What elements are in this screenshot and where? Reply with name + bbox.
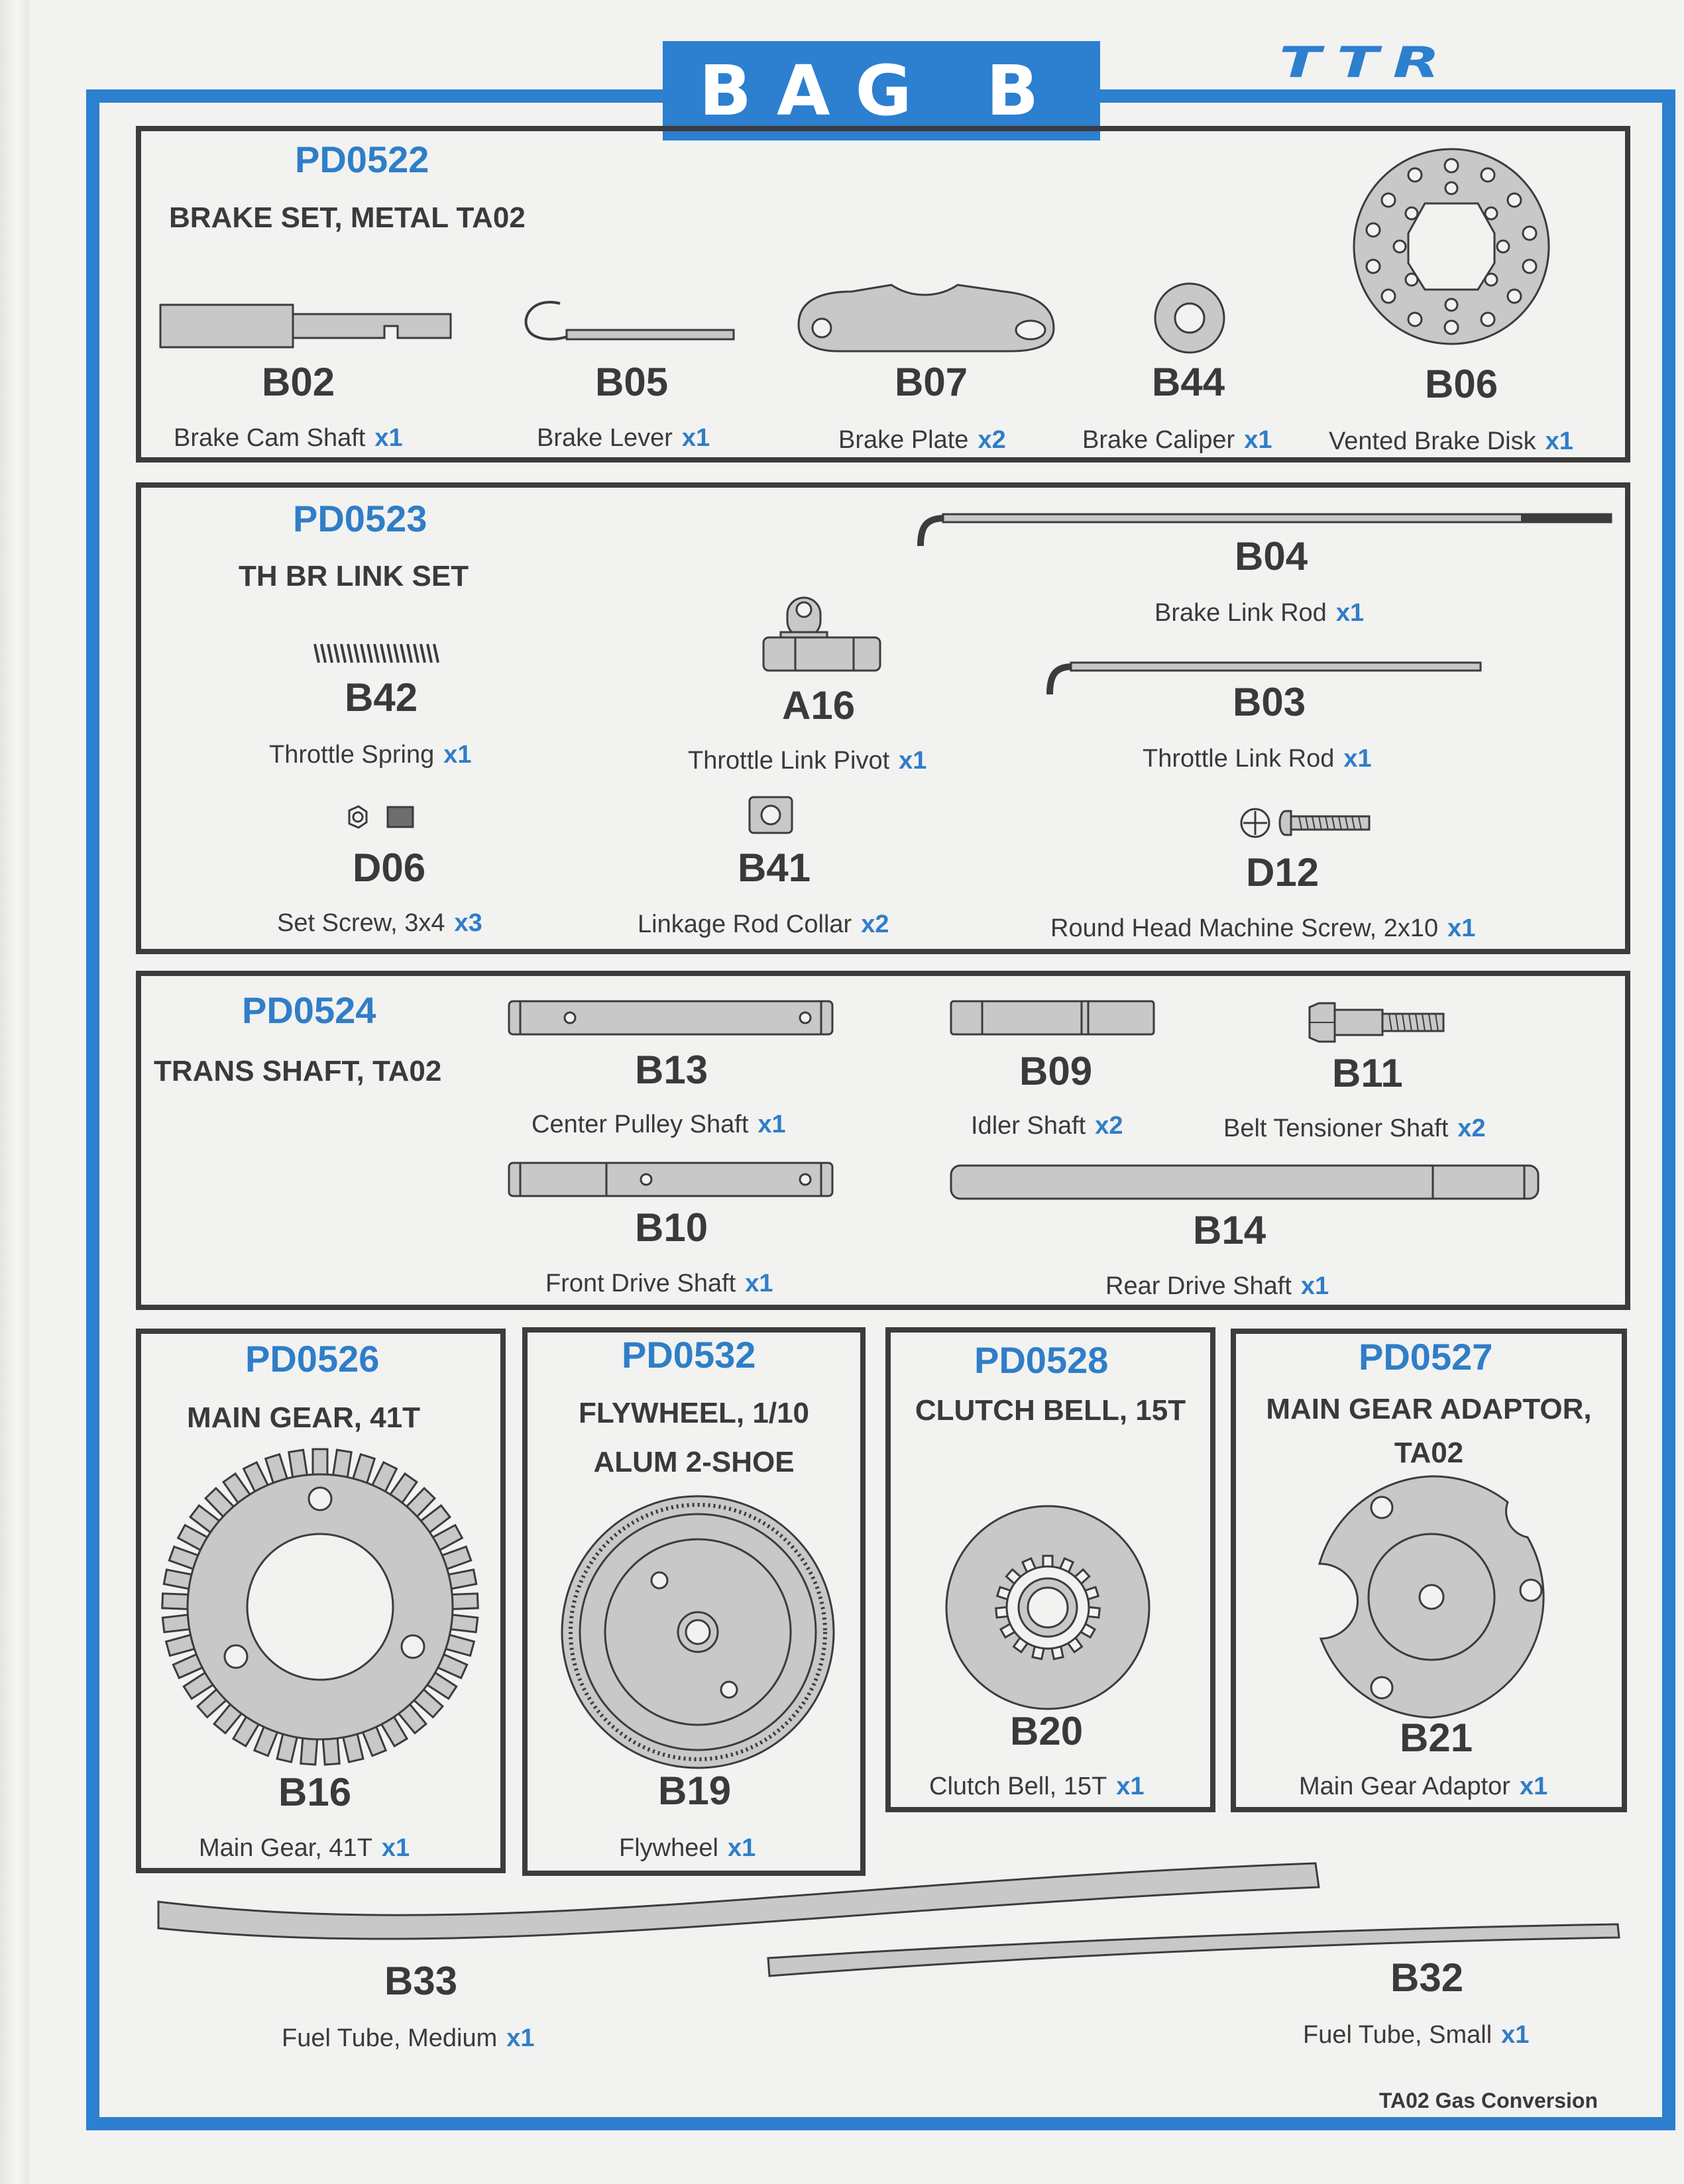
part-code: D06 (353, 846, 426, 890)
brake-disk-icon (1353, 148, 1550, 345)
bag-title: BAG B (663, 41, 1100, 140)
link-rod-icon (917, 513, 1612, 547)
part-code: B32 (1390, 1955, 1464, 2000)
section-pd0526 (136, 1329, 506, 1873)
section-pd0528 (885, 1327, 1215, 1812)
part-number: PD0527 (1359, 1336, 1493, 1378)
part-code: B16 (278, 1770, 352, 1814)
part-code: B03 (1233, 680, 1306, 724)
set-screw-icon (348, 805, 414, 829)
section-title: CLUTCH BELL, 15T (915, 1394, 1186, 1427)
section-pd0527 (1231, 1329, 1627, 1812)
part-code: B42 (345, 675, 418, 720)
part-code: B14 (1193, 1208, 1266, 1252)
section-title: TA02 (1394, 1437, 1464, 1469)
shaft-icon (950, 1000, 1155, 1036)
part-number: PD0526 (245, 1338, 380, 1380)
brake-plate-icon (797, 284, 1055, 353)
part-code: B05 (595, 360, 669, 404)
machine-screw-icon (1240, 808, 1371, 838)
part-number: PD0522 (295, 138, 429, 180)
bolt-icon (1308, 1002, 1445, 1043)
pivot-icon (762, 596, 881, 672)
part-code: B10 (635, 1205, 708, 1250)
part-code: B07 (895, 360, 968, 404)
brand-logo: TTR (1279, 37, 1455, 87)
caliper-washer-icon (1154, 282, 1225, 354)
spring-icon (313, 643, 439, 663)
part-number: PD0528 (974, 1339, 1109, 1381)
section-pd0524 (136, 971, 1630, 1310)
page-edge (0, 0, 29, 2184)
section-title: ALUM 2-SHOE (593, 1446, 795, 1478)
gear-icon (161, 1448, 479, 1766)
part-code: B02 (262, 360, 335, 404)
part-code: B33 (384, 1959, 458, 2003)
part-code: B41 (738, 846, 811, 890)
part-code: B13 (635, 1048, 708, 1092)
part-number: PD0523 (293, 498, 427, 539)
part-code: A16 (782, 683, 856, 728)
section-pd0532 (522, 1327, 866, 1876)
fuel-tube-icon (157, 1862, 1320, 1940)
section-title: MAIN GEAR ADAPTOR, (1266, 1393, 1592, 1425)
part-code: B44 (1152, 360, 1225, 404)
part-code: B20 (1010, 1709, 1084, 1753)
collar-icon (748, 796, 793, 834)
part-code: B11 (1332, 1051, 1403, 1095)
part-number: PD0524 (242, 989, 376, 1031)
brake-lever-icon (524, 301, 735, 341)
fuel-tube-icon (767, 1923, 1620, 1977)
link-rod-icon (1046, 661, 1482, 695)
part-code: B19 (658, 1769, 732, 1813)
part-number: PD0532 (622, 1334, 756, 1376)
section-title: TRANS SHAFT, TA02 (154, 1055, 442, 1087)
section-pd0523 (136, 482, 1630, 954)
section-pd0522 (136, 126, 1630, 463)
part-code: B09 (1019, 1049, 1093, 1093)
section-title: BRAKE SET, METAL TA02 (169, 201, 526, 234)
cam-shaft-icon (159, 303, 452, 349)
section-title: MAIN GEAR, 41T (187, 1401, 421, 1434)
part-code: B06 (1425, 362, 1498, 406)
part-code: B04 (1235, 534, 1308, 578)
gear-adaptor-icon (1318, 1475, 1545, 1719)
footer-label: TA02 Gas Conversion (1378, 2089, 1598, 2112)
clutch-bell-icon (945, 1505, 1151, 1710)
part-code: D12 (1246, 850, 1319, 895)
shaft-icon (508, 1162, 834, 1197)
shaft-icon (950, 1164, 1540, 1200)
shaft-icon (508, 1000, 834, 1036)
section-title: FLYWHEEL, 1/10 (578, 1397, 810, 1429)
flywheel-icon (561, 1495, 835, 1769)
section-title: TH BR LINK SET (239, 560, 469, 592)
part-code: B21 (1400, 1716, 1473, 1760)
page-frame (86, 89, 1675, 2130)
